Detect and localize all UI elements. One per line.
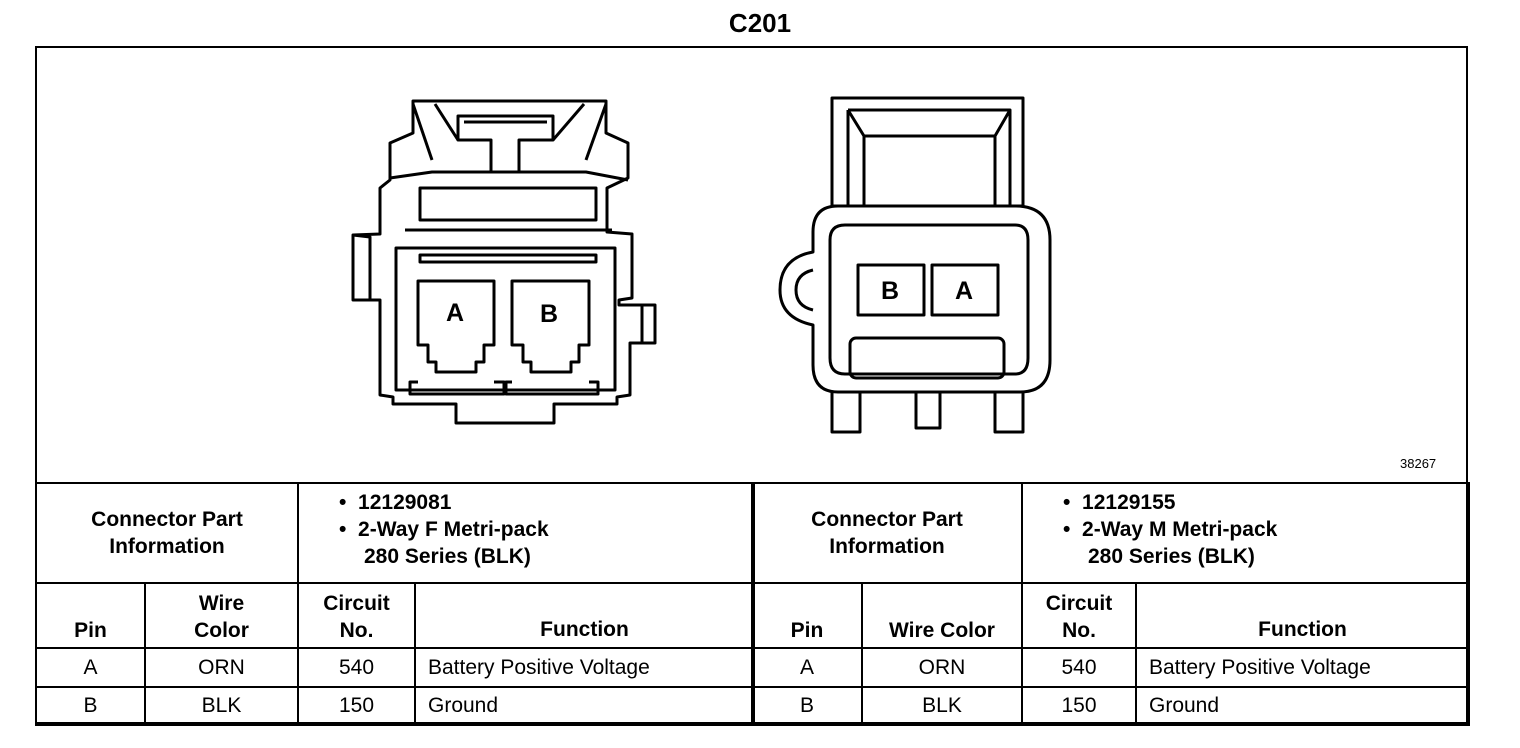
function-cell: Battery Positive Voltage	[413, 647, 756, 688]
connector-part-details: • 12129155 • 2-Way M Metri-pack 280 Seri…	[1020, 482, 1471, 584]
function-header: Function	[413, 582, 756, 649]
circuit-header: Circuit No.	[297, 582, 416, 649]
connector-part-info-label: Connector Part Information	[751, 482, 1023, 584]
table-row: A ORN 540 Battery Positive Voltage	[751, 647, 1471, 688]
part-series: 280 Series (BLK)	[1088, 545, 1255, 568]
diagram-title: C201	[728, 8, 792, 38]
function-cell: Ground	[413, 686, 756, 726]
circuit-cell: 150	[297, 686, 416, 726]
function-cell: Battery Positive Voltage	[1134, 647, 1471, 688]
pin-cell: A	[35, 647, 146, 688]
part-number: 12129081	[358, 491, 452, 514]
circuit-cell: 150	[1021, 686, 1137, 726]
part-series: 280 Series (BLK)	[364, 545, 531, 568]
connector-part-details: • 12129081 • 2-Way F Metri-pack 280 Seri…	[296, 482, 756, 584]
wire-color-cell: BLK	[144, 686, 299, 726]
pin-header: Pin	[751, 582, 863, 649]
wire-color-cell: BLK	[861, 686, 1023, 726]
figure-number: 38267	[1400, 456, 1437, 471]
function-header: Function	[1134, 582, 1471, 649]
wire-color-cell: ORN	[144, 647, 299, 688]
table-row: B BLK 150 Ground	[751, 686, 1471, 726]
pin-cell: A	[751, 647, 863, 688]
function-cell: Ground	[1134, 686, 1471, 726]
male-connector-table: Connector Part Information • 12129155 • …	[751, 482, 1471, 726]
male-pin-label: A	[955, 277, 973, 305]
part-number: 12129155	[1082, 491, 1176, 514]
table-row: B BLK 150 Ground	[35, 686, 756, 726]
circuit-header: Circuit No.	[1021, 582, 1137, 649]
pin-cell: B	[35, 686, 146, 726]
female-connector-table: Connector Part Information • 12129081 • …	[35, 482, 756, 726]
male-connector-drawing	[778, 96, 1052, 434]
wire-color-cell: ORN	[861, 647, 1023, 688]
part-description: 2-Way F Metri-pack	[358, 518, 549, 541]
wire-color-header: Wire Color	[861, 582, 1023, 649]
female-connector-drawing	[351, 99, 657, 425]
connector-part-info-label: Connector Part Information	[35, 482, 299, 584]
pin-header: Pin	[35, 582, 146, 649]
female-pin-label: B	[540, 300, 558, 328]
circuit-cell: 540	[297, 647, 416, 688]
wire-color-header: Wire Color	[144, 582, 299, 649]
male-pin-label: B	[881, 277, 899, 305]
part-description: 2-Way M Metri-pack	[1082, 518, 1278, 541]
circuit-cell: 540	[1021, 647, 1137, 688]
female-pin-label: A	[446, 299, 464, 327]
pin-cell: B	[751, 686, 863, 726]
table-row: A ORN 540 Battery Positive Voltage	[35, 647, 756, 688]
